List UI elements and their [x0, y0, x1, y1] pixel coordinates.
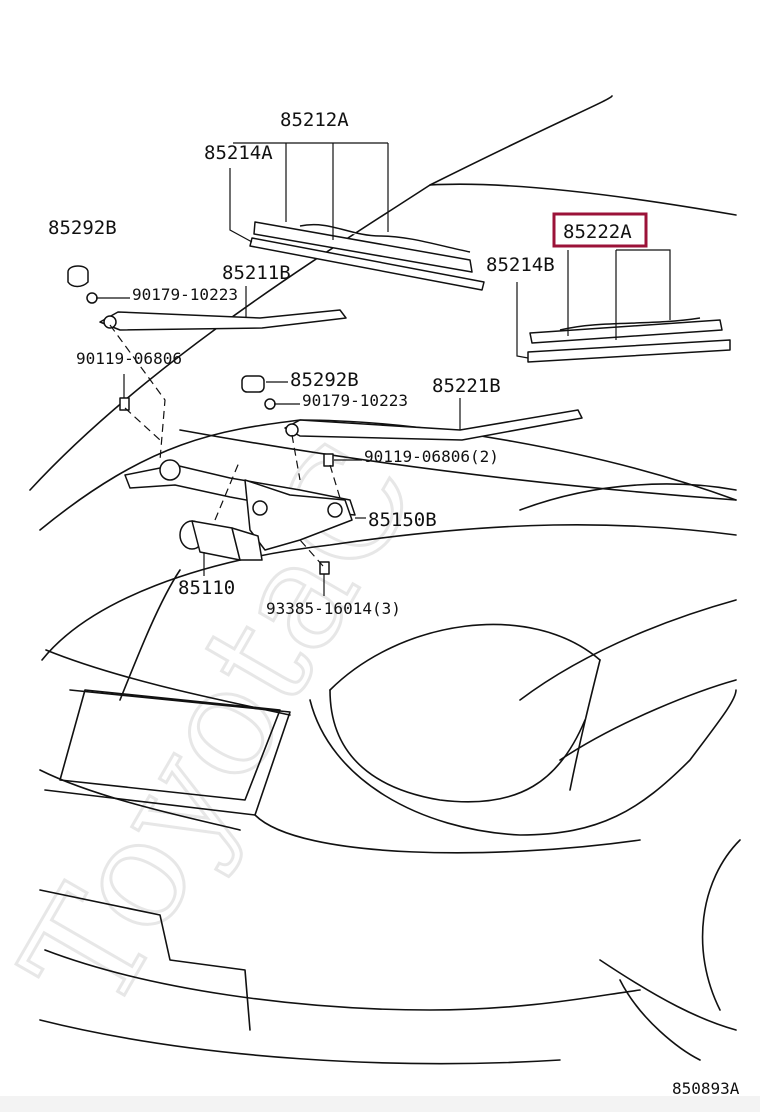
wiper-arm-right: [284, 409, 583, 441]
wiper-blade-right: [527, 317, 731, 363]
callout-85214A[interactable]: 85214A: [204, 142, 273, 164]
vehicle-body-outline: [29, 95, 741, 1065]
diagram-code: 850893A: [672, 1079, 740, 1098]
callout-85222A[interactable]: 85222A: [563, 221, 632, 243]
wiper-blade-left: [249, 221, 485, 291]
pivot-caps: [67, 265, 265, 393]
callout-85212A[interactable]: 85212A: [280, 109, 349, 131]
callout-90119-06806[interactable]: 90119-06806: [76, 349, 182, 368]
callout-85221B[interactable]: 85221B: [432, 375, 501, 397]
callout-93385-16014-3[interactable]: 93385-16014(3): [266, 599, 401, 618]
callout-85150B[interactable]: 85150B: [368, 509, 437, 531]
leader-lines: [96, 142, 671, 596]
wiper-linkage: [124, 459, 356, 551]
assembly-guides: [109, 324, 341, 567]
callout-85110[interactable]: 85110: [178, 577, 235, 599]
callout-85292B-right[interactable]: 85292B: [290, 369, 359, 391]
wiper-motor: [179, 520, 263, 561]
callout-90119-06806-2[interactable]: 90119-06806(2): [364, 447, 499, 466]
callout-90179-10223-left[interactable]: 90179-10223: [132, 285, 238, 304]
callout-85211B[interactable]: 85211B: [222, 262, 291, 284]
callout-85292B-left[interactable]: 85292B: [48, 217, 117, 239]
bottom-band: [0, 1096, 760, 1112]
highlight-box: [552, 212, 648, 248]
part-callouts: 85212A 85214A 85292B 85211B 90179-10223 …: [48, 109, 740, 1098]
callout-90179-10223-right[interactable]: 90179-10223: [302, 391, 408, 410]
callout-85214B[interactable]: 85214B: [486, 254, 555, 276]
wiper-arm-left: [99, 309, 347, 331]
